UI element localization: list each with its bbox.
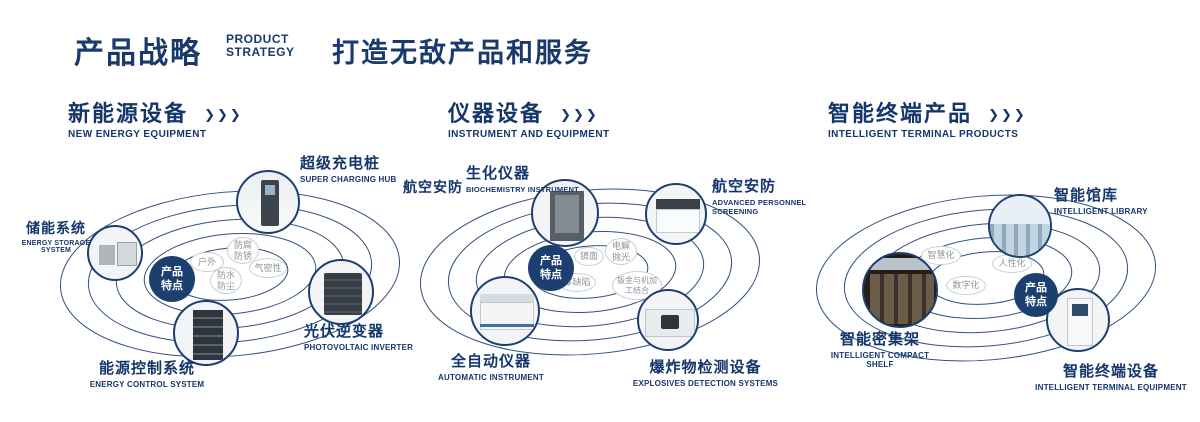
product-label-automatic-instrument: 全自动仪器 AUTOMATIC INSTRUMENT bbox=[426, 350, 556, 382]
product-name-en: SUPER CHARGING HUB bbox=[300, 175, 397, 184]
feature-tag-outdoor: 户外 bbox=[190, 252, 224, 272]
page-title-english-line1: PRODUCT bbox=[226, 32, 289, 46]
product-circle-energy-storage bbox=[87, 225, 143, 281]
product-label-personnel-screening: 航空安防 ADVANCED PERSONNEL SCREENING bbox=[712, 175, 807, 216]
storage-cabinet-shape bbox=[117, 242, 137, 266]
section-subtitle-instruments: INSTRUMENT AND EQUIPMENT bbox=[448, 129, 610, 140]
product-label-energy-storage: 储能系统 ENERGY STORAGE SYSTEM bbox=[18, 218, 94, 254]
product-circle-charging-hub bbox=[236, 170, 300, 234]
rack-door-shape bbox=[555, 195, 579, 233]
product-name-en: INTELLIGENT COMPACT SHELF bbox=[830, 351, 930, 369]
product-circle-automatic-instrument bbox=[470, 276, 540, 346]
product-label-intelligent-library: 智能馆库 INTELLIGENT LIBRARY bbox=[1054, 184, 1164, 216]
triple-chevron-icon: ❯❯❯ bbox=[204, 107, 243, 122]
product-circle-intelligent-library bbox=[988, 194, 1052, 258]
label-text: 航空安防 bbox=[403, 179, 463, 195]
product-circle-inverter bbox=[308, 259, 374, 325]
product-name-en: PHOTOVOLTAIC INVERTER bbox=[304, 343, 414, 352]
product-features-badge: 产品特点 bbox=[149, 256, 195, 302]
feature-tag-anticorrosion: 防腐防锈 bbox=[227, 237, 259, 264]
product-name-en: EXPLOSIVES DETECTION SYSTEMS bbox=[632, 379, 779, 388]
product-features-badge: 产品特点 bbox=[528, 245, 574, 291]
product-name-en: BIOCHEMISTRY INSTRUMENT bbox=[466, 185, 579, 194]
section-title-new-energy: 新能源设备 ❯❯❯ bbox=[68, 96, 243, 128]
analyzer-stripe-shape bbox=[480, 324, 534, 327]
section-title-instruments: 仪器设备 ❯❯❯ bbox=[448, 96, 599, 128]
feature-tag-waterproof: 防水防尘 bbox=[210, 267, 242, 294]
product-label-energy-control: 能源控制系统 ENERGY CONTROL SYSTEM bbox=[82, 357, 212, 389]
section-subtitle-intelligent-terminals: INTELLIGENT TERMINAL PRODUCTS bbox=[828, 129, 1019, 140]
analyzer-top-shape bbox=[480, 294, 534, 302]
product-name: 智能密集架 bbox=[839, 331, 920, 348]
label-aviation-security: 航空安防 bbox=[403, 177, 463, 197]
product-name: 爆炸物检测设备 bbox=[649, 359, 762, 376]
detector-tunnel-shape bbox=[661, 315, 679, 329]
feature-tag-digital: 数字化 bbox=[946, 276, 986, 295]
product-circle-energy-control bbox=[173, 300, 239, 366]
product-label-biochemistry: 生化仪器 BIOCHEMISTRY INSTRUMENT bbox=[466, 162, 596, 194]
inverter-cabinet-shape bbox=[324, 273, 362, 315]
section-title-text: 智能终端产品 bbox=[828, 101, 973, 126]
feature-tag-electropolish: 电解抛光 bbox=[605, 238, 637, 265]
kiosk-screen-shape bbox=[1072, 304, 1088, 316]
product-label-explosives-detection: 爆炸物检测设备 EXPLOSIVES DETECTION SYSTEMS bbox=[628, 356, 783, 388]
product-name: 储能系统 bbox=[26, 220, 86, 236]
product-name-en: INTELLIGENT TERMINAL EQUIPMENT bbox=[1035, 383, 1187, 392]
control-cabinet-shape bbox=[193, 310, 223, 360]
triple-chevron-icon: ❯❯❯ bbox=[988, 107, 1027, 122]
product-circle-personnel-screening bbox=[645, 183, 707, 245]
scanner-body-shape bbox=[656, 209, 700, 233]
product-name-en: AUTOMATIC INSTRUMENT bbox=[438, 373, 544, 382]
section-title-intelligent-terminals: 智能终端产品 ❯❯❯ bbox=[828, 96, 1027, 128]
product-name: 能源控制系统 bbox=[98, 360, 195, 377]
product-name: 全自动仪器 bbox=[450, 353, 531, 370]
product-label-terminal-equipment: 智能终端设备 INTELLIGENT TERMINAL EQUIPMENT bbox=[1026, 360, 1196, 392]
section-title-text: 仪器设备 bbox=[448, 101, 545, 126]
product-name: 光伏逆变器 bbox=[304, 323, 385, 340]
shelf-ceiling-shape bbox=[864, 258, 936, 270]
product-label-charging-hub: 超级充电桩 SUPER CHARGING HUB bbox=[300, 152, 430, 184]
storage-unit-shape bbox=[99, 245, 115, 265]
product-name: 生化仪器 bbox=[466, 165, 531, 182]
product-name-en: ENERGY STORAGE SYSTEM bbox=[21, 240, 91, 254]
library-shelves-shape bbox=[990, 224, 1050, 256]
product-circle-explosives-detection bbox=[637, 289, 699, 351]
product-name: 超级充电桩 bbox=[300, 155, 381, 172]
triple-chevron-icon: ❯❯❯ bbox=[560, 107, 599, 122]
product-name-en: ENERGY CONTROL SYSTEM bbox=[89, 380, 205, 389]
product-name-en: INTELLIGENT LIBRARY bbox=[1054, 207, 1148, 216]
product-label-compact-shelf: 智能密集架 INTELLIGENT COMPACT SHELF bbox=[830, 328, 930, 369]
library-ceiling-shape bbox=[990, 196, 1050, 224]
feature-tag-mirror: 镜面 bbox=[574, 247, 604, 266]
scanner-top-shape bbox=[656, 199, 700, 209]
feature-tag-airtight: 气密性 bbox=[249, 258, 287, 278]
section-subtitle-new-energy: NEW ENERGY EQUIPMENT bbox=[68, 129, 207, 140]
section-title-text: 新能源设备 bbox=[68, 101, 189, 126]
page-title-english: PRODUCT STRATEGY bbox=[226, 33, 294, 59]
product-name-en: ADVANCED PERSONNEL SCREENING bbox=[712, 198, 807, 216]
header-slogan: 打造无敌产品和服务 bbox=[332, 38, 593, 68]
product-label-inverter: 光伏逆变器 PHOTOVOLTAIC INVERTER bbox=[304, 320, 434, 352]
shelf-panels-shape bbox=[870, 274, 934, 324]
product-name: 航空安防 bbox=[712, 178, 777, 195]
product-circle-biochemistry bbox=[531, 179, 599, 247]
product-circle-compact-shelf bbox=[862, 252, 938, 328]
charging-screen-shape bbox=[265, 185, 275, 195]
product-features-badge: 产品特点 bbox=[1014, 273, 1058, 317]
page-title-english-line2: STRATEGY bbox=[226, 45, 295, 59]
product-name: 智能终端设备 bbox=[1062, 363, 1159, 380]
page-title: 产品战略 bbox=[74, 37, 202, 70]
product-name: 智能馆库 bbox=[1054, 187, 1119, 204]
